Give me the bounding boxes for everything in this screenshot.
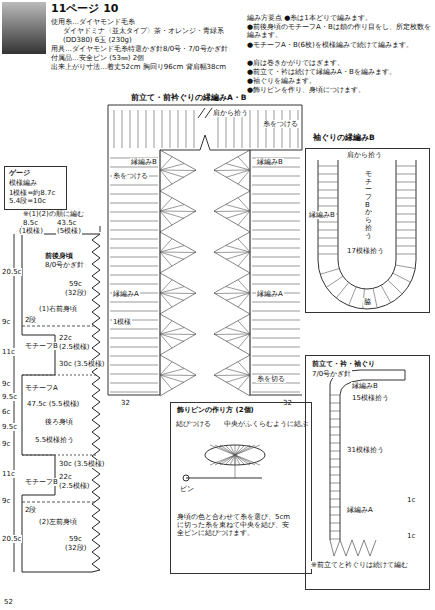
panel-text: 縁編みA (346, 506, 374, 514)
panel-text: 脇 (363, 298, 372, 306)
panel-text: 縁編みB (308, 211, 336, 219)
annotation-label: 前立て・前衿ぐりの縁編みA・B (130, 94, 248, 103)
annotation-label: 肩から拾う (212, 109, 249, 117)
annotation-label: 縁編みB (130, 158, 158, 166)
panel-text: 身頃の色と合わせて糸を選び、5cmに切った糸を束ねて中央を結び、安全ピンに結びつ… (176, 513, 296, 537)
safety-pin (186, 477, 262, 478)
panel-text: ゲージ (8, 169, 31, 177)
annotation-label: 9c (1, 380, 11, 388)
panel-text: 結びつける (175, 420, 212, 428)
panel-text: 31模様拾う (346, 446, 385, 454)
annotation-label: 11c (1, 470, 16, 478)
model-photo (2, 2, 46, 54)
annotation-label: 縁編みA (112, 290, 140, 298)
panel-text: 15模様拾う (351, 394, 390, 402)
panel-text: 飾りピンの作り方 (2個) (176, 406, 255, 414)
annotation-label: 糸をつける (112, 172, 149, 180)
annotation-label: 20.5c (1, 535, 22, 543)
annotation-label: ●袖ぐりを編みます。 (246, 77, 317, 85)
annotation-label: (32段) (64, 289, 87, 297)
annotation-label: ※(1)(2)の順に編む (22, 210, 85, 218)
annotation-label: (2.5模様) (58, 343, 91, 351)
annotation-label: 30c (3.5模様) (58, 360, 106, 368)
annotation-label: 糸をつける (262, 120, 299, 128)
annotation-label: 1模様 (112, 318, 132, 326)
panel-box: 肩から拾うモチーフBから拾う 17模様拾う脇 縁編みB (305, 148, 430, 313)
annotation-label: 22c (58, 334, 73, 342)
panel-text: モチーフBから拾う (364, 171, 373, 240)
annotation-label: ●モチーフA・B(6枚)を模様編みで続けて編みます。 (246, 41, 433, 49)
annotation-label: ●前立て・衿は続けて縁編みA・Bを編みます。 (246, 68, 433, 76)
panel-text: 縁編みB (351, 382, 379, 390)
annotation-label: (2)左前身頃 (38, 518, 78, 526)
panel-text: 中央がふくらむように結ぶ (223, 420, 309, 428)
annotation-label: 編み方要点 ●糸は1本どりで編みます。 (246, 14, 433, 22)
annotation-label: 9.5c (1, 423, 18, 431)
annotation-label: 袖ぐりの縁編みB (312, 134, 376, 143)
annotation-label: (32段) (64, 544, 87, 552)
annotation-label: 11c (1, 348, 16, 356)
panel-text: 17模様拾う (346, 247, 385, 255)
front-edge-schematic (330, 370, 405, 540)
annotation-label: 2段 (24, 316, 37, 324)
annotation-label: 59c (68, 280, 83, 288)
annotation-label: 30c (3.5模様) (58, 460, 106, 468)
annotation-label: 20.5c (1, 268, 22, 276)
annotation-label: ダイヤドミナ〈並太タイプ〉茶・オレンジ・青緑系 (62, 27, 225, 35)
annotation-label: 糸を切る (256, 375, 286, 383)
annotation-label: 9.5c (1, 393, 18, 401)
annotation-label: 8/0号かぎ針 (44, 261, 85, 269)
annotation-label: 32 (120, 399, 131, 407)
panel-text: 1模様=約8.7c 5.4段=10c (8, 189, 64, 205)
annotation-label: 前後身頃 (44, 252, 74, 260)
annotation-label: ●飾りピンを作り、身頃につけます。 (246, 86, 366, 94)
annotation-label: (DD380) 6玉 (230g) (62, 36, 133, 44)
armhole-chart (318, 160, 416, 309)
annotation-label: 2段 (24, 506, 37, 514)
annotation-label: モチーフB (24, 342, 59, 350)
annotation-label: 9c (1, 497, 11, 505)
annotation-label: 9c (1, 440, 11, 448)
panel-box: ゲージ模様編み 1模様=約8.7c 5.4段=10c (4, 166, 67, 210)
annotation-label: 用具…ダイヤモンド毛糸特選かぎ針8/0号・7/0号かぎ針 (50, 45, 229, 53)
annotation-label: 後ろ身頃 (44, 418, 74, 426)
panel-box: 前立て・衿・袖ぐり 7/0号かぎ針縁編みB 15模様拾う 31模様拾う縁編みA 1c 1c… (305, 355, 430, 590)
panel-text: 1c (406, 532, 416, 540)
front-band-chart (108, 105, 302, 395)
annotation-label: モチーフA (24, 384, 59, 392)
body-schematic (22, 234, 100, 572)
annotation-label: 59c (68, 535, 83, 543)
panel-text: 前立て・衿・袖ぐり (311, 360, 376, 368)
annotation-label: モチーフB (24, 478, 59, 486)
annotation-label: (5模様) (56, 227, 82, 235)
page-title: 11ページ 10 (50, 3, 119, 16)
annotation-label: 22c (58, 473, 73, 481)
annotation-label: 出来上がり寸法…着丈52cm 胸回り96cm 背肩幅38cm (50, 63, 227, 71)
panel-text: 7/0号かぎ針 (311, 370, 352, 378)
annotation-label: (2.5模様) (58, 482, 91, 490)
panel-text: 模様編み (8, 179, 38, 187)
panel-text: ピン (179, 485, 195, 493)
annotation-label: 6c (1, 408, 11, 416)
annotation-label: 使用糸…ダイヤモンド毛糸 (50, 18, 136, 26)
annotation-label: 8.5c (22, 219, 39, 227)
annotation-label: ●肩は巻きかがりではぎます。 (246, 59, 345, 67)
annotation-label: ●前後身頃のモチーフA・Bは鎖の作り目をし、所定枚数を編みます。 (246, 23, 433, 39)
annotation-label: 付属品…安全ピン (53㎜) 2個 (50, 54, 145, 62)
annotation-label: (1)右前身頃 (38, 305, 78, 313)
annotation-label: 9c (1, 318, 11, 326)
annotation-label: 縁編みB (256, 158, 284, 166)
annotation-label: (1模様) (18, 227, 44, 235)
panel-box: 飾りピンの作り方 (2個) 結びつける 中央がふくらむように結ぶピン身頃の色と合わせ… (170, 402, 312, 574)
panel-text: 肩から拾う (346, 151, 383, 159)
annotation-label: 32 (282, 399, 293, 407)
annotation-label: 43.5c (56, 219, 77, 227)
annotation-label: 47.5c (5.5模様) (26, 400, 80, 408)
panel-text: 1c (406, 496, 416, 504)
panel-text: ※前立てと衿ぐりは続けて編む (310, 561, 427, 569)
annotation-label: 縁編みA (256, 290, 284, 298)
annotation-label: 52 (3, 598, 14, 606)
annotation-label: 5.5模様拾う (34, 436, 75, 444)
